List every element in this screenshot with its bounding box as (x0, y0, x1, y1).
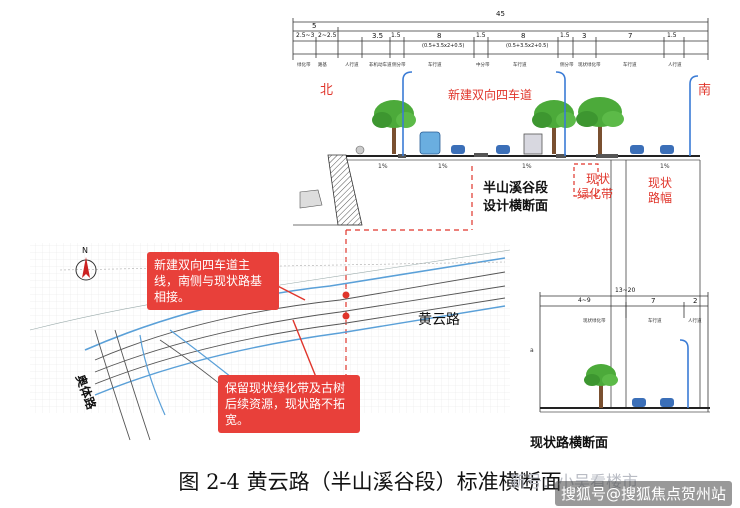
retaining-wall (327, 154, 363, 226)
dim-1-5-c: 1.5 (560, 32, 570, 39)
dim-8-a: 8 (437, 32, 442, 40)
svg-text:侧分带: 侧分带 (560, 61, 574, 68)
existing-road-line1: 现状 (648, 176, 673, 190)
tree-icon (372, 100, 416, 154)
existing-road-line2: 路幅 (648, 191, 673, 205)
existing-road-label: 现状 路幅 (648, 176, 672, 206)
south-label: 南 (698, 83, 712, 98)
car-icon (660, 145, 674, 154)
svg-text:人行道: 人行道 (345, 61, 359, 68)
svg-text:人行道: 人行道 (688, 317, 702, 324)
svg-text:现状绿化带: 现状绿化带 (578, 61, 601, 68)
dim-1-5-a: 1.5 (391, 32, 401, 39)
lower-total-label: 13~20 (615, 287, 636, 294)
lower-section-title: 现状路横断面 (530, 436, 609, 451)
tree-icon (532, 100, 576, 154)
svg-text:车行道: 车行道 (428, 61, 442, 68)
road-name-label: 黄云路 (418, 312, 460, 328)
existing-green-line2: 绿化带 (577, 187, 614, 201)
figure-caption: 图 2-4 黄云路（半山溪谷段）标准横断面 (178, 470, 562, 494)
lower-dim-a: 4~9 (578, 297, 591, 304)
dim-1-5-d: 1.5 (667, 32, 677, 39)
existing-green-label: 现状 绿化带 (577, 172, 613, 202)
street-lamp-icon (679, 339, 689, 408)
north-symbol: N (82, 246, 88, 255)
dim-3-5: 3.5 (372, 32, 384, 40)
svg-text:非机动车道: 非机动车道 (369, 61, 392, 68)
svg-text:绿化带: 绿化带 (297, 61, 311, 68)
dim-left-a: 2.5~3 (296, 32, 315, 39)
callout-top: 新建双向四车道主线，南侧与现状路基相接。 (147, 252, 279, 310)
dim-5: 5 (312, 22, 317, 30)
svg-text:人行道: 人行道 (668, 61, 682, 68)
svg-text:1%: 1% (660, 163, 670, 170)
svg-text:路基: 路基 (318, 61, 327, 68)
lower-road-profile: a (530, 339, 710, 413)
dim-left-b: 2~2.5 (318, 32, 337, 39)
callout-bottom: 保留现状绿化带及古树后续资源，现状路不拓宽。 (218, 375, 360, 433)
svg-text:侧分带: 侧分带 (392, 61, 406, 68)
lower-dim-b: 7 (651, 297, 656, 305)
dim-sub-a: (0.5+3.5x2+0.5) (422, 43, 465, 49)
car-icon (496, 145, 510, 154)
svg-text:a: a (530, 347, 534, 354)
car-icon (630, 145, 644, 154)
car-icon (660, 398, 674, 407)
top-lane-labels: 绿化带路基人行道 非机动车道侧分带车行道 中分带车行道侧分带 现状绿化带车行道人… (297, 61, 682, 68)
svg-text:中分带: 中分带 (476, 61, 490, 68)
svg-text:车行道: 车行道 (513, 61, 527, 68)
top-vehicles (355, 131, 674, 155)
top-trees (372, 97, 624, 154)
north-arrow-icon (75, 257, 97, 281)
existing-green-line1: 现状 (586, 172, 611, 186)
svg-text:车行道: 车行道 (648, 317, 662, 324)
lower-dimension-lines (539, 292, 709, 412)
svg-text:1%: 1% (438, 163, 448, 170)
car-icon (451, 145, 465, 154)
watermark-2: 搜狐号@搜狐焦点贺州站 (555, 481, 733, 506)
north-label: 北 (320, 83, 334, 98)
svg-text:1%: 1% (522, 163, 532, 170)
section-label-line2: 设计横断面 (483, 199, 549, 214)
truck-icon (523, 133, 543, 155)
tree-icon (576, 97, 624, 154)
top-dimension-lines (292, 18, 709, 60)
dim-8-b: 8 (521, 32, 526, 40)
new-road-title: 新建双向四车道 (448, 88, 533, 102)
car-icon (632, 398, 646, 407)
top-street-lamps (402, 71, 699, 156)
dim-3: 3 (582, 32, 587, 40)
svg-text:1%: 1% (378, 163, 388, 170)
dim-1-5-b: 1.5 (476, 32, 486, 39)
top-road-profile (293, 153, 701, 408)
bus-icon (419, 131, 441, 155)
dim-7: 7 (628, 32, 633, 40)
dim-sub-b: (0.5+3.5x2+0.5) (506, 43, 549, 49)
lower-dim-c: 2 (693, 297, 698, 305)
section-label-line1: 半山溪谷段 (483, 181, 549, 196)
svg-text:现状绿化带: 现状绿化带 (583, 317, 606, 324)
tree-icon (584, 364, 618, 408)
section-label: 半山溪谷段 设计横断面 (483, 180, 548, 216)
total-width-label: 45 (496, 10, 505, 18)
svg-text:车行道: 车行道 (623, 61, 637, 68)
